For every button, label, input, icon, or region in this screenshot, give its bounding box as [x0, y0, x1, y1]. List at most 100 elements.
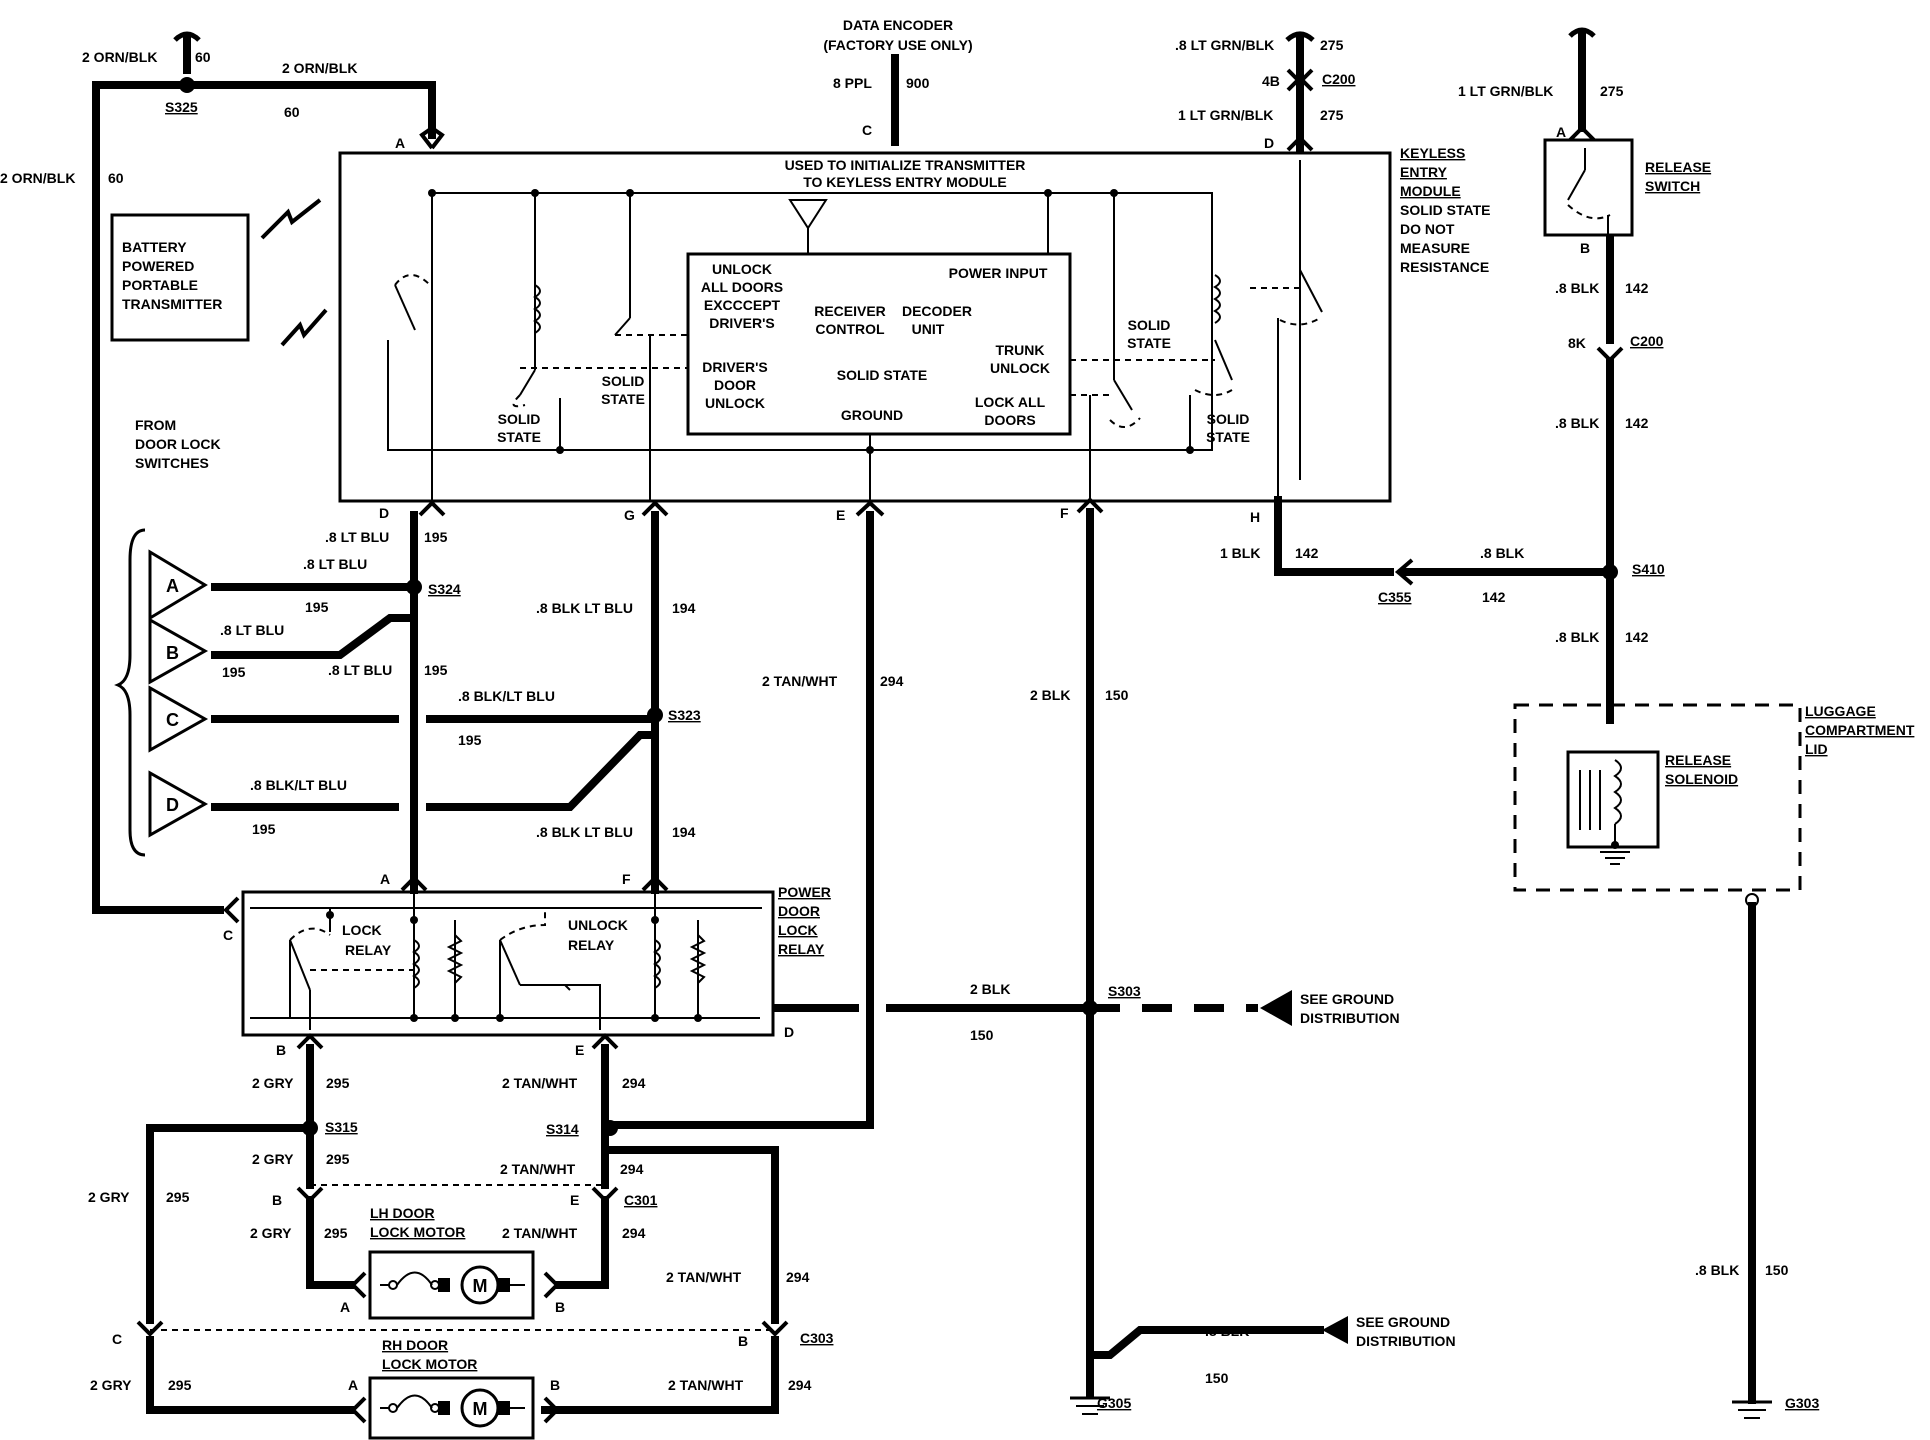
svg-text:294: 294	[622, 1075, 646, 1091]
unlock-all-doors-2: ALL DOORS	[701, 279, 783, 295]
svg-text:DOOR LOCK: DOOR LOCK	[135, 436, 221, 452]
svg-text:295: 295	[324, 1225, 348, 1241]
rh-door-lock-motor: M RH DOOR LOCK MOTOR A B	[348, 1337, 560, 1440]
svg-text:B: B	[555, 1299, 565, 1315]
svg-text:LOCK MOTOR: LOCK MOTOR	[382, 1356, 477, 1372]
svg-text:POWER: POWER	[778, 884, 831, 900]
svg-text:TRANSMITTER: TRANSMITTER	[122, 296, 222, 312]
svg-text:2 BLK: 2 BLK	[970, 981, 1010, 997]
svg-text:A: A	[348, 1377, 358, 1393]
power-door-lock-relay: LOCK RELAY UNLOCK RELAY POWER DOOR LOCK …	[223, 871, 831, 1058]
svg-text:BATTERY: BATTERY	[122, 239, 187, 255]
svg-text:C200: C200	[1322, 71, 1356, 87]
svg-text:.8 LT BLU: .8 LT BLU	[325, 529, 389, 545]
wire-blk-150: F 2 BLK 150 2 BLK 150 S303 SEE GROUND DI…	[772, 497, 1456, 1415]
svg-text:S324: S324	[428, 581, 461, 597]
svg-text:SWITCH: SWITCH	[1645, 178, 1700, 194]
svg-text:1 BLK: 1 BLK	[1220, 545, 1260, 561]
svg-text:.8 BLK: .8 BLK	[1555, 280, 1599, 296]
svg-text:COMPARTMENT: COMPARTMENT	[1805, 722, 1915, 738]
svg-text:RELAY: RELAY	[345, 942, 392, 958]
svg-text:295: 295	[168, 1377, 192, 1393]
svg-text:2 TAN/WHT: 2 TAN/WHT	[502, 1075, 578, 1091]
svg-text:E: E	[570, 1192, 579, 1208]
luggage-compartment-lid: LUGGAGE COMPARTMENT LID RELEASE SOLENOID…	[1513, 703, 1915, 1419]
wire-orn-blk-60: 2 ORN/BLK 60 2 ORN/BLK 60 S325 2 ORN/BLK…	[0, 31, 445, 924]
svg-text:194: 194	[672, 824, 696, 840]
svg-text:MEASURE: MEASURE	[1400, 240, 1470, 256]
svg-text:C: C	[223, 927, 233, 943]
svg-text:RELAY: RELAY	[568, 937, 615, 953]
switch-input-a: A	[166, 576, 179, 596]
svg-text:SEE GROUND: SEE GROUND	[1300, 991, 1394, 1007]
svg-text:2 ORN/BLK: 2 ORN/BLK	[0, 170, 75, 186]
svg-text:.8 BLK: .8 BLK	[1480, 545, 1524, 561]
unlock-all-doors-3: EXCCCEPT	[704, 297, 781, 313]
svg-text:D: D	[784, 1024, 794, 1040]
svg-text:142: 142	[1625, 280, 1649, 296]
svg-text:2 TAN/WHT: 2 TAN/WHT	[666, 1269, 742, 1285]
power-input-label: POWER INPUT	[949, 265, 1048, 281]
svg-text:E: E	[836, 507, 845, 523]
svg-text:LID: LID	[1805, 741, 1828, 757]
door-lock-switch-inputs: A B C D .8 LT BLU 195 .8 LT BLU 195 .8 B…	[114, 528, 659, 857]
wire-blk-lt-blu-194: G .8 BLK LT BLU 194 S323 .8 BLK LT BLU 1…	[536, 500, 701, 894]
keyless-entry-title: KEYLESS ENTRY MODULE SOLID STATE DO NOT …	[1400, 145, 1490, 275]
svg-text:.8 BLK: .8 BLK	[1555, 415, 1599, 431]
svg-text:G305: G305	[1097, 1395, 1131, 1411]
svg-text:195: 195	[222, 664, 246, 680]
solid-state-c2: STATE	[1127, 335, 1171, 351]
svg-text:RELEASE: RELEASE	[1665, 752, 1731, 768]
svg-text:S325: S325	[165, 99, 198, 115]
svg-text:294: 294	[880, 673, 904, 689]
drivers-door-unlock-3: UNLOCK	[705, 395, 765, 411]
svg-text:2 GRY: 2 GRY	[252, 1075, 294, 1091]
control-label: CONTROL	[815, 321, 885, 337]
drivers-door-unlock-1: DRIVER'S	[702, 359, 768, 375]
svg-text:DATA ENCODER: DATA ENCODER	[843, 17, 953, 33]
svg-text:RELEASE: RELEASE	[1645, 159, 1711, 175]
svg-text:B: B	[738, 1333, 748, 1349]
drivers-door-unlock-2: DOOR	[714, 377, 756, 393]
svg-text:SEE GROUND: SEE GROUND	[1356, 1314, 1450, 1330]
svg-text:MODULE: MODULE	[1400, 183, 1461, 199]
svg-text:2 TAN/WHT: 2 TAN/WHT	[500, 1161, 576, 1177]
svg-text:1 LT GRN/BLK: 1 LT GRN/BLK	[1178, 107, 1273, 123]
svg-text:S303: S303	[1108, 983, 1141, 999]
svg-text:900: 900	[906, 75, 930, 91]
svg-text:LH DOOR: LH DOOR	[370, 1205, 435, 1221]
svg-text:RELAY: RELAY	[778, 941, 825, 957]
svg-text:A: A	[340, 1299, 350, 1315]
svg-text:POWERED: POWERED	[122, 258, 194, 274]
svg-text:4B: 4B	[1262, 73, 1280, 89]
svg-text:C303: C303	[800, 1330, 834, 1346]
solid-state-d2: STATE	[1206, 429, 1250, 445]
svg-text:.8 BLK/LT BLU: .8 BLK/LT BLU	[458, 688, 555, 704]
switch-input-c: C	[166, 710, 179, 730]
svg-text:2 GRY: 2 GRY	[252, 1151, 294, 1167]
svg-text:.8 LT GRN/BLK: .8 LT GRN/BLK	[1175, 37, 1274, 53]
svg-text:A: A	[395, 135, 405, 151]
trunk-unlock-1: TRUNK	[996, 342, 1045, 358]
wire-tan-wht-294-lower: 2 TAN/WHT 294 S314 2 TAN/WHT 294 E C301 …	[500, 1033, 834, 1424]
svg-text:C355: C355	[1378, 589, 1412, 605]
svg-text:.8 BLK: .8 BLK	[1205, 1323, 1249, 1339]
svg-text:275: 275	[1600, 83, 1624, 99]
svg-text:.8 BLK LT BLU: .8 BLK LT BLU	[536, 600, 633, 616]
svg-text:60: 60	[195, 49, 211, 65]
svg-text:60: 60	[108, 170, 124, 186]
svg-text:142: 142	[1482, 589, 1506, 605]
svg-text:B: B	[550, 1377, 560, 1393]
module-note-2: TO KEYLESS ENTRY MODULE	[803, 174, 1007, 190]
svg-text:H: H	[1250, 509, 1260, 525]
svg-text:S410: S410	[1632, 561, 1665, 577]
svg-text:B: B	[1580, 240, 1590, 256]
svg-text:DOOR: DOOR	[778, 903, 820, 919]
unlock-all-doors-1: UNLOCK	[712, 261, 772, 277]
svg-text:LOCK: LOCK	[342, 922, 382, 938]
lock-all-doors-2: DOORS	[984, 412, 1035, 428]
svg-text:B: B	[272, 1192, 282, 1208]
svg-text:295: 295	[166, 1189, 190, 1205]
svg-text:C: C	[112, 1331, 122, 1347]
